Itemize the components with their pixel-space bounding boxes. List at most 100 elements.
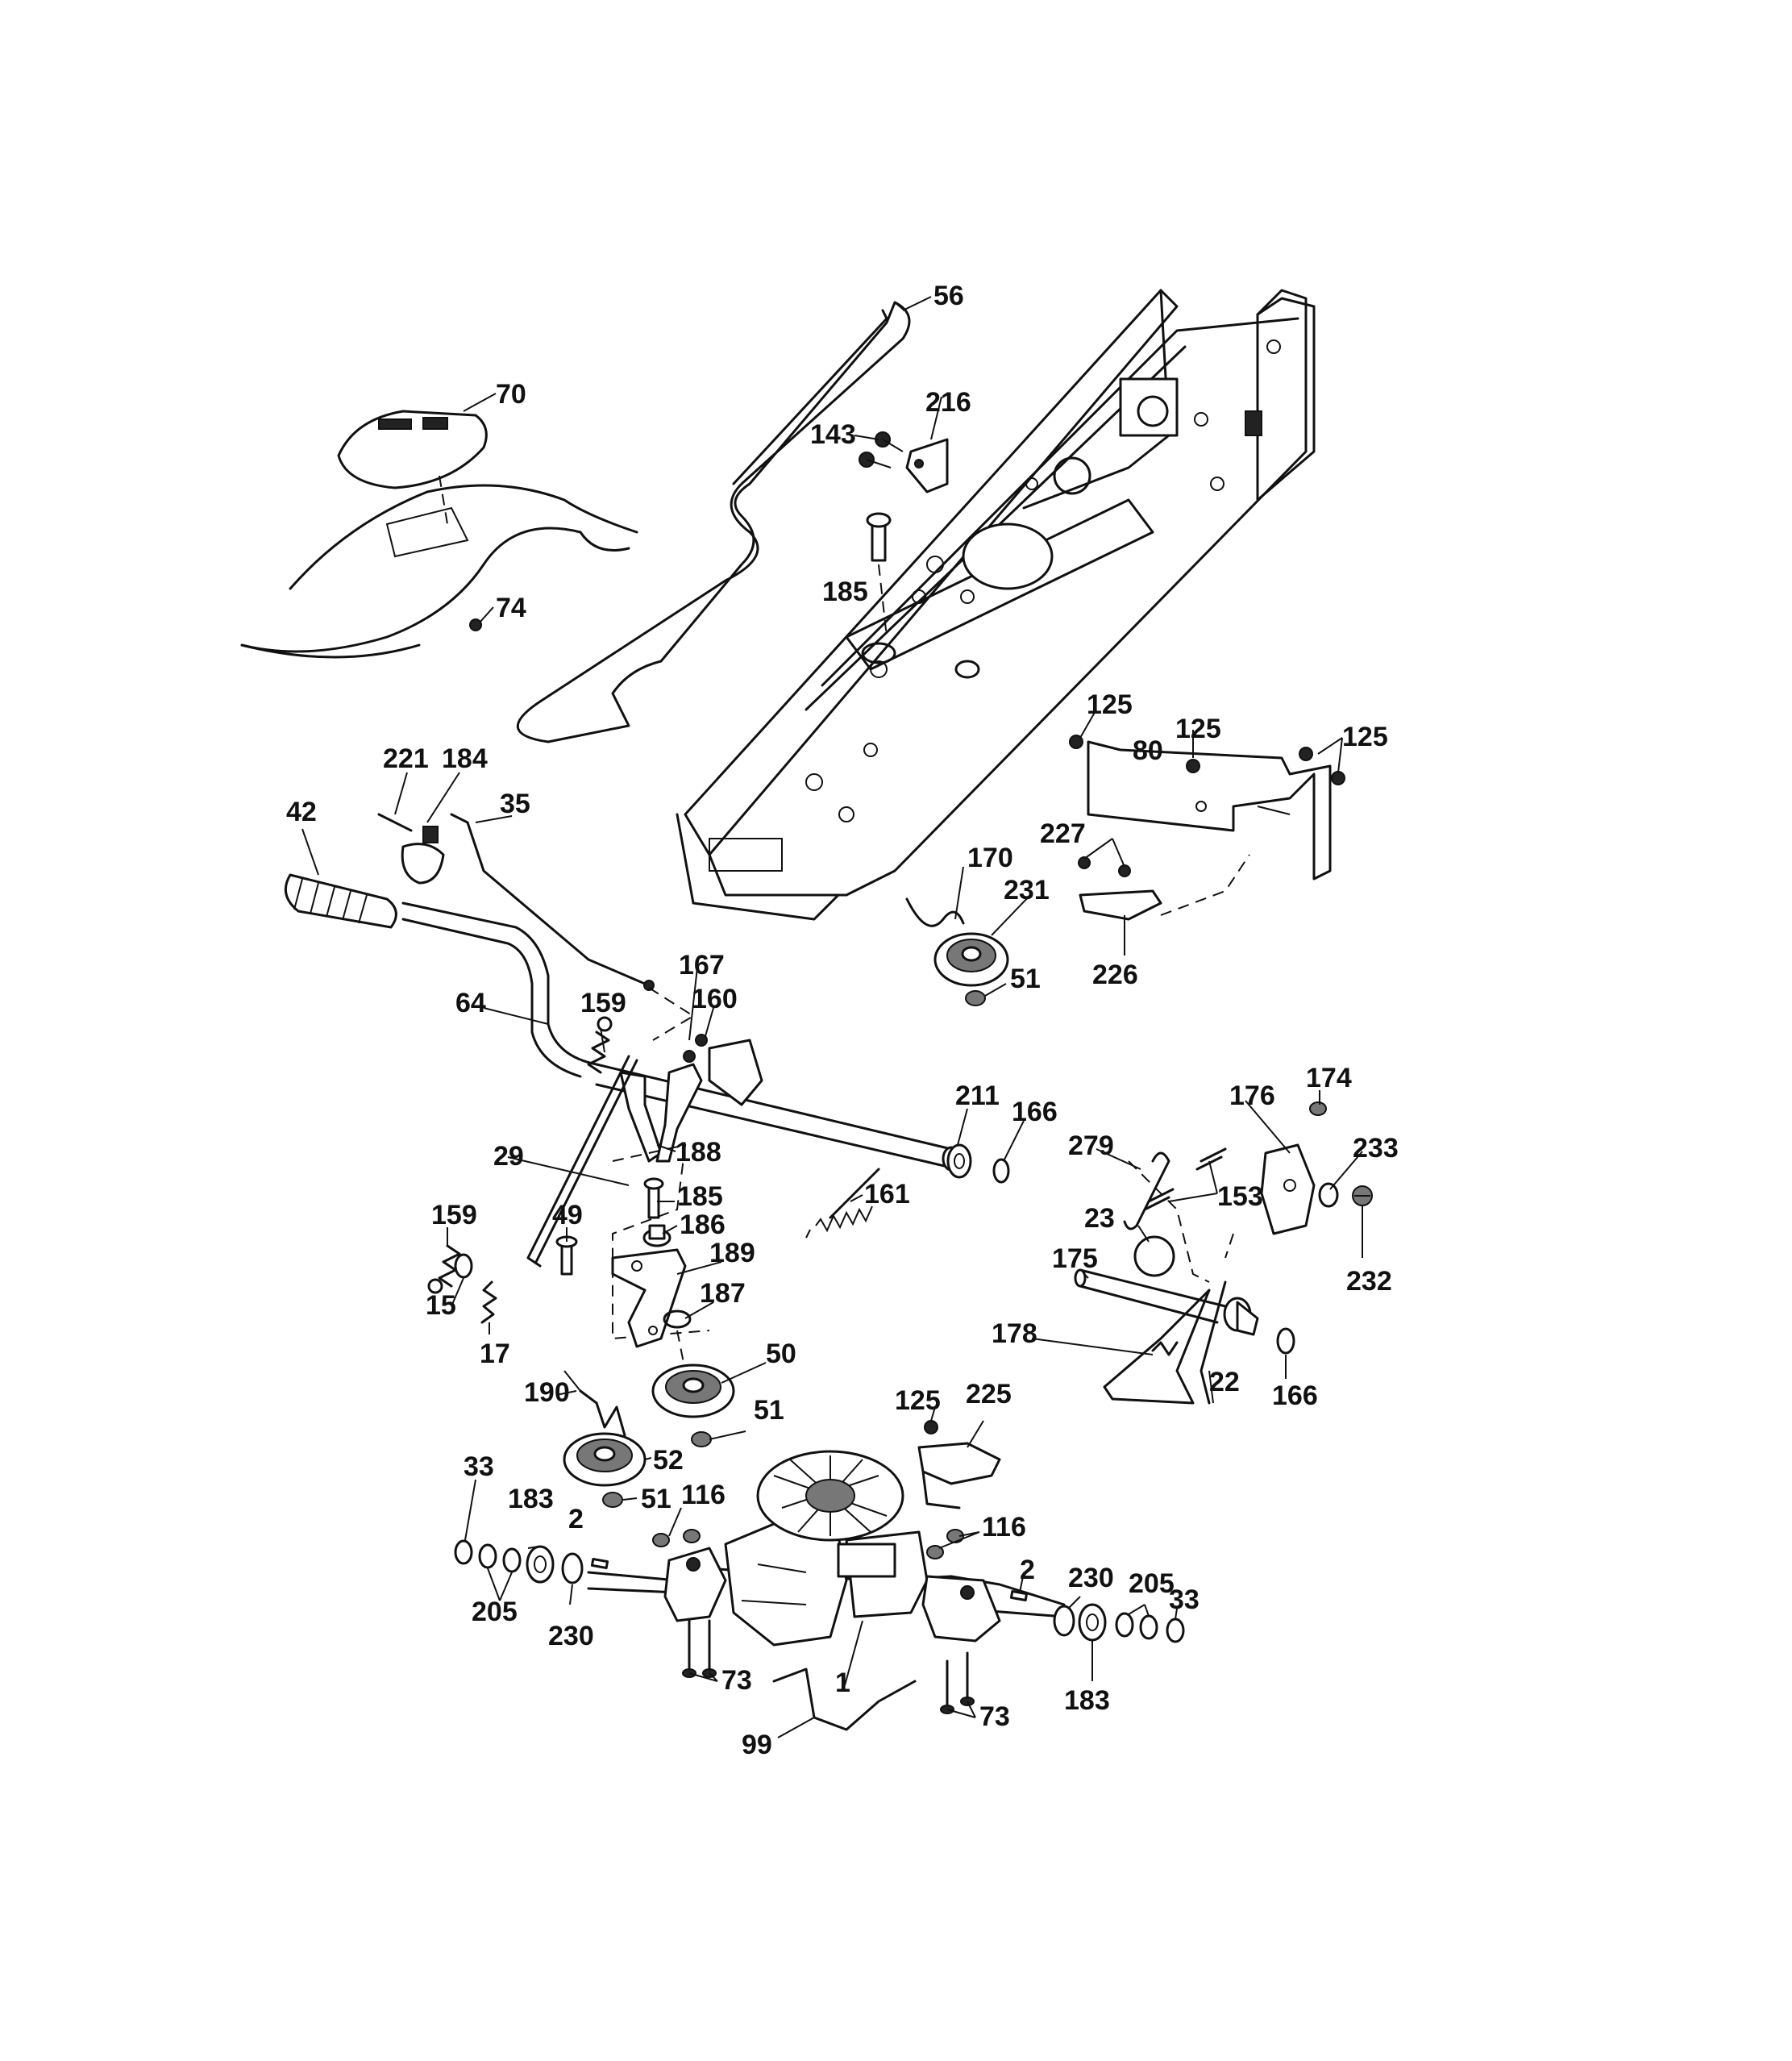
callout-279: 279 <box>1068 1130 1114 1161</box>
lever-64 <box>401 901 598 1078</box>
nut-51-upper <box>965 990 986 1006</box>
callout-174: 174 <box>1306 1063 1352 1093</box>
callout-29: 29 <box>493 1141 524 1172</box>
bolt-49 <box>555 1235 578 1276</box>
shaft-175 <box>1074 1268 1227 1324</box>
bracket-226 <box>1078 856 1162 921</box>
washer-230-right <box>1053 1605 1075 1637</box>
ring-33-left <box>454 1539 473 1565</box>
fender-shift-plate <box>337 410 488 489</box>
callout-232: 232 <box>1346 1266 1392 1297</box>
idler-dash-right <box>676 1330 686 1372</box>
fender <box>240 484 638 659</box>
callout-51-middle: 51 <box>754 1395 784 1426</box>
callout-231: 231 <box>1004 875 1050 906</box>
callout-15: 15 <box>426 1290 456 1321</box>
rod-dash-line <box>648 987 695 1041</box>
screws-125-bracket <box>1069 735 1345 785</box>
pin-221 <box>377 813 413 832</box>
transaxle-fan-pulley <box>756 1450 904 1542</box>
callout-170: 170 <box>967 843 1013 873</box>
rod-35 <box>450 813 655 991</box>
spring-17 <box>480 1280 497 1324</box>
callout-216: 216 <box>925 387 971 418</box>
callout-205-left: 205 <box>472 1597 518 1627</box>
callout-22: 22 <box>1209 1367 1240 1397</box>
callout-230-left: 230 <box>548 1621 594 1651</box>
idler-bracket-189 <box>611 1248 687 1348</box>
drive-belt <box>516 301 911 743</box>
knob-42 <box>284 873 397 929</box>
main-frame <box>676 289 1316 921</box>
pedal-22 <box>1103 1280 1259 1405</box>
callout-176: 176 <box>1229 1080 1275 1111</box>
callout-185-lower: 185 <box>677 1181 723 1212</box>
fender-dash-line <box>439 475 448 525</box>
ring-166-lower <box>1276 1327 1295 1355</box>
callout-52: 52 <box>653 1445 684 1476</box>
callout-230-right: 230 <box>1068 1563 1114 1593</box>
rod-29 <box>526 1055 638 1268</box>
spring-161 <box>805 1168 880 1239</box>
callout-125-b: 125 <box>1175 714 1221 744</box>
callout-233: 233 <box>1353 1133 1399 1164</box>
key-2-left <box>590 1557 609 1570</box>
callout-2-right: 2 <box>1020 1555 1035 1585</box>
callout-167: 167 <box>679 950 725 981</box>
washers-205-right <box>1115 1612 1158 1640</box>
callout-51-upper: 51 <box>1010 964 1041 994</box>
callout-211: 211 <box>955 1080 1000 1111</box>
callout-221: 221 <box>383 743 429 774</box>
callout-56: 56 <box>933 281 964 311</box>
callout-166-upper: 166 <box>1012 1097 1058 1127</box>
callout-188: 188 <box>676 1137 721 1168</box>
bracket-176 <box>1260 1143 1316 1235</box>
callout-74: 74 <box>496 593 526 623</box>
bearing-183-right <box>1078 1603 1107 1642</box>
callout-159-lower: 159 <box>431 1200 477 1230</box>
callout-189: 189 <box>709 1238 755 1268</box>
nut-51-middle <box>691 1431 712 1447</box>
callout-186: 186 <box>680 1210 726 1240</box>
callout-64: 64 <box>455 988 486 1018</box>
washer-15 <box>454 1253 473 1279</box>
callout-33-right: 33 <box>1169 1584 1200 1615</box>
callout-42: 42 <box>286 797 317 827</box>
callout-73-left: 73 <box>721 1665 752 1696</box>
ring-166-upper <box>992 1158 1010 1184</box>
bolt-185-upper <box>866 512 892 638</box>
callout-70: 70 <box>496 379 526 410</box>
callout-183-left: 183 <box>508 1484 554 1514</box>
callout-2-left: 2 <box>568 1504 584 1534</box>
bolt-185-lower <box>643 1177 664 1219</box>
callout-187: 187 <box>700 1278 746 1309</box>
callout-225: 225 <box>966 1379 1012 1409</box>
callout-33-left: 33 <box>464 1451 494 1482</box>
spring-159-lower <box>427 1244 461 1294</box>
spring-170 <box>905 897 965 927</box>
ring-33-right <box>1166 1618 1185 1643</box>
callout-50: 50 <box>766 1339 796 1369</box>
bracket-225 <box>917 1442 1001 1509</box>
washer-211 <box>946 1143 972 1179</box>
callout-17: 17 <box>480 1339 510 1369</box>
callout-49: 49 <box>552 1200 583 1230</box>
idler-dash-left <box>612 1143 710 1340</box>
nut-51-lower <box>602 1492 623 1508</box>
pulley-231 <box>933 932 1009 987</box>
spring-159-upper <box>587 1016 613 1074</box>
callout-185-upper: 185 <box>822 577 868 607</box>
callout-161: 161 <box>864 1179 910 1210</box>
callout-73-right: 73 <box>979 1701 1010 1732</box>
callout-205-right: 205 <box>1129 1568 1175 1599</box>
pulley-50 <box>651 1364 735 1418</box>
callout-51-lower: 51 <box>641 1484 671 1514</box>
bolt-232 <box>1352 1185 1373 1206</box>
rod-279 <box>1123 1151 1170 1230</box>
spring-190 <box>563 1370 626 1437</box>
bracket-dash-line <box>1160 854 1250 916</box>
callout-178: 178 <box>992 1318 1037 1349</box>
nuts-116 <box>652 1529 964 1559</box>
right-dash-line <box>1128 1160 1234 1283</box>
grip-184 <box>401 826 445 885</box>
